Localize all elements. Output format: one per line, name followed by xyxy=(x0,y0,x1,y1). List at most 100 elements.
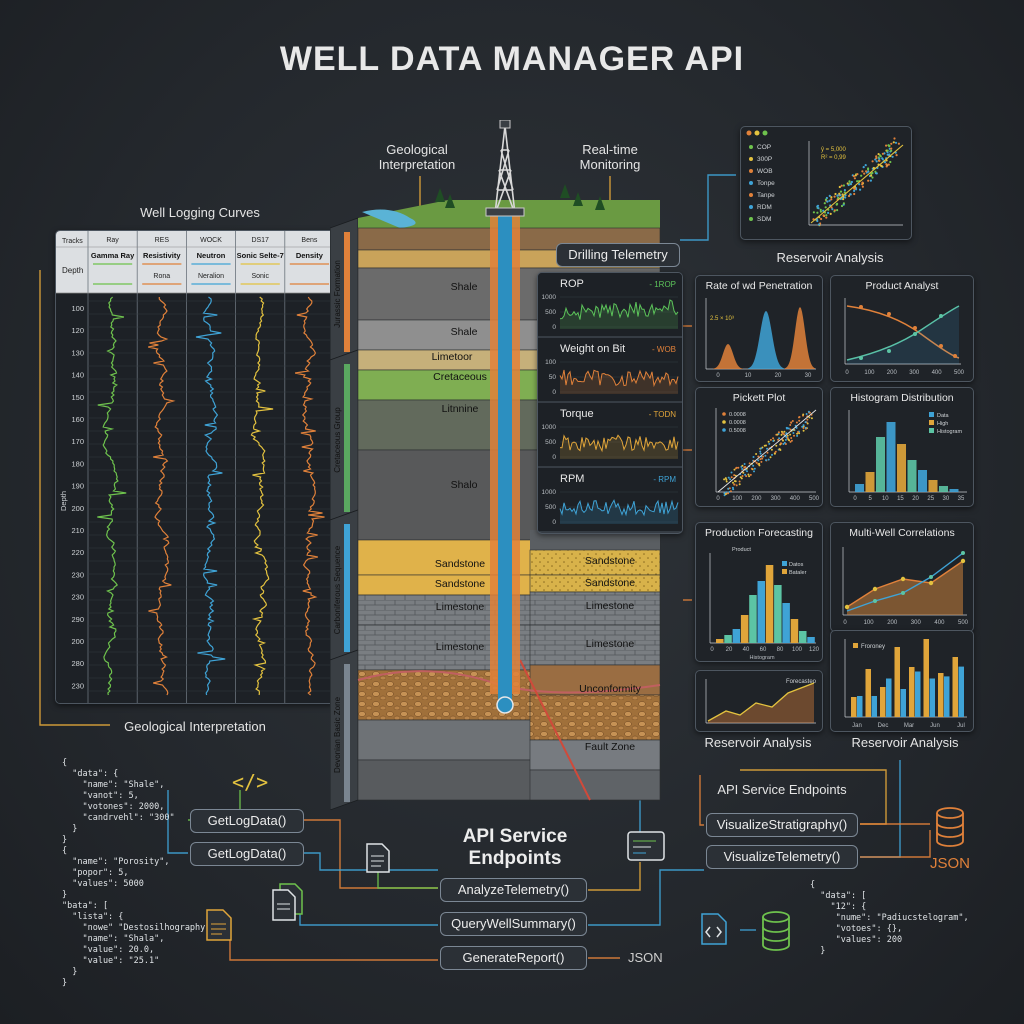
scatter-point xyxy=(885,144,888,147)
bar xyxy=(944,676,950,717)
scatter-point xyxy=(875,157,878,160)
scatter-point xyxy=(785,435,788,438)
distribution-peak xyxy=(785,307,815,369)
stratum-label: Cretaceous xyxy=(433,371,487,383)
scatter-point xyxy=(853,189,856,192)
legend-swatch xyxy=(749,217,753,221)
scatter-point xyxy=(864,164,867,167)
drill-chart-title: RPM xyxy=(560,473,584,485)
scatter-point xyxy=(852,175,855,178)
scatter-point xyxy=(830,198,833,201)
depth-tick: 170 xyxy=(71,437,84,446)
scatter-point xyxy=(831,208,834,211)
document-icon xyxy=(366,843,390,873)
x-tick: 500 xyxy=(954,370,965,376)
x-tick: 300 xyxy=(909,370,920,376)
scatter-point xyxy=(849,183,852,186)
x-tick: 40 xyxy=(743,647,750,653)
visualize-stratigraphy-button[interactable]: VisualizeStratigraphy() xyxy=(706,813,858,837)
log-curve xyxy=(250,296,274,696)
histogram-distribution-chart: Histogram DistributionDataHighHistogram0… xyxy=(848,392,967,502)
scatter-point xyxy=(725,480,728,483)
x-tick: 10 xyxy=(745,373,752,379)
track-subname: Rona xyxy=(153,273,170,280)
scatter-point xyxy=(798,416,800,419)
scatter-point xyxy=(782,439,784,442)
x-tick: 0 xyxy=(716,373,720,379)
river xyxy=(362,209,416,228)
legend-swatch xyxy=(782,569,787,574)
scatter-point xyxy=(745,475,748,478)
bar xyxy=(900,689,906,717)
scatter-point xyxy=(783,430,786,433)
log-curve xyxy=(148,297,176,696)
x-tick: 300 xyxy=(771,496,782,502)
stratum-label: Limetoor xyxy=(432,351,473,363)
get-log-data-button-1[interactable]: GetLogData() xyxy=(190,809,304,833)
analyze-telemetry-button[interactable]: AnalyzeTelemetry() xyxy=(440,878,587,902)
data-point xyxy=(872,586,878,592)
rig-base xyxy=(485,207,525,217)
drill-tick: 500 xyxy=(545,309,556,316)
scatter-point xyxy=(806,418,809,421)
visualize-telemetry-button[interactable]: VisualizeTelemetry() xyxy=(706,845,858,869)
generate-report-button[interactable]: GenerateReport() xyxy=(440,946,587,970)
scatter-point xyxy=(870,172,873,175)
forecast-area-chart: Forecasteo xyxy=(705,679,817,724)
x-tick: 400 xyxy=(934,620,945,626)
bar xyxy=(923,639,929,717)
drill-chart-title: ROP xyxy=(560,278,584,290)
query-well-summary-button[interactable]: QueryWellSummary() xyxy=(440,912,587,936)
drill-tick: 1000 xyxy=(542,294,557,301)
scatter-point xyxy=(772,437,775,440)
scatter-point xyxy=(752,456,755,458)
legend-label: 0.5008 xyxy=(729,428,746,434)
scatter-point xyxy=(807,410,810,413)
scatter-point xyxy=(829,212,832,215)
scatter-point xyxy=(778,448,781,451)
track-name: Neutron xyxy=(197,251,226,260)
scatter-point xyxy=(880,165,883,168)
drill-tick: 1000 xyxy=(542,489,557,496)
scatter-point xyxy=(741,475,744,477)
depth-tick: 200 xyxy=(71,504,84,513)
scatter-point xyxy=(792,432,795,434)
x-tick: 80 xyxy=(777,647,784,653)
forecast-panel: Forecasteo xyxy=(695,670,823,732)
data-point xyxy=(929,575,933,579)
chart-title: Product Analyst xyxy=(866,280,939,292)
x-tick: 25 xyxy=(927,496,934,502)
depth-tick: 100 xyxy=(71,304,84,313)
depth-tick: 130 xyxy=(71,348,84,357)
bar xyxy=(886,678,892,717)
scatter-point xyxy=(849,193,852,196)
connector-line xyxy=(588,869,704,926)
scatter-point xyxy=(850,180,853,184)
well-logging-label: Well Logging Curves xyxy=(140,205,260,220)
connector-line xyxy=(860,760,901,858)
scatter-point xyxy=(766,447,769,450)
scatter-point xyxy=(769,438,772,441)
drill-chart-tag: - RPM xyxy=(653,475,676,484)
legend-label: Tonpe xyxy=(757,180,775,187)
legend-label: 0.0008 xyxy=(729,420,746,426)
bar xyxy=(929,678,935,717)
drilling-telemetry-button[interactable]: Drilling Telemetry xyxy=(556,243,680,267)
depth-tick: 180 xyxy=(71,459,84,468)
database-icon-orange xyxy=(936,807,964,847)
forecast-bar xyxy=(782,603,790,643)
get-log-data-button-2[interactable]: GetLogData() xyxy=(190,842,304,866)
stratum-label: Shale xyxy=(451,326,478,338)
data-point xyxy=(913,332,917,336)
scatter-point xyxy=(856,173,859,176)
scatter-point xyxy=(820,217,823,221)
decline-curve xyxy=(846,305,960,359)
data-point xyxy=(887,349,891,353)
scatter-point xyxy=(828,194,831,197)
scatter-point xyxy=(753,467,756,470)
data-point xyxy=(928,580,934,586)
legend-swatch xyxy=(749,169,753,173)
x-tick: 0 xyxy=(710,647,714,653)
